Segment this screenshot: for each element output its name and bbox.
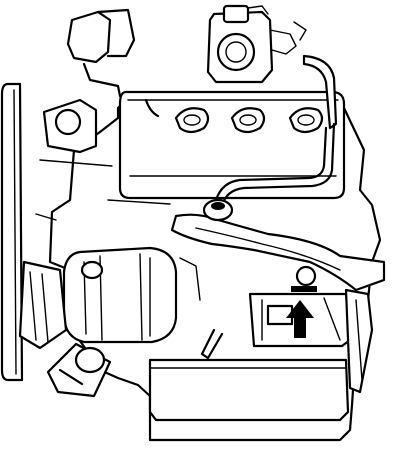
arrow-up-icon <box>286 300 314 338</box>
sensor-fitting <box>291 265 317 292</box>
plug-boss-3 <box>288 107 324 134</box>
plug-boss-2 <box>230 107 266 134</box>
throttle-body <box>206 4 307 84</box>
belt-edge <box>13 89 17 375</box>
oil-pan <box>148 358 350 422</box>
block-detail <box>35 159 201 301</box>
bracket <box>82 62 122 98</box>
timing-cover-top <box>96 8 136 58</box>
coolant-pipe <box>302 54 338 130</box>
temperature-sensor <box>202 198 234 222</box>
timing-cover <box>66 10 112 64</box>
mount-bolt <box>355 299 363 381</box>
plug-lead-1 <box>144 98 160 118</box>
idler-pulley <box>42 98 98 154</box>
pipe-run-inner <box>214 126 328 202</box>
plug-boss-1 <box>174 107 210 134</box>
drive-belt <box>0 82 24 382</box>
crank-pulley <box>18 260 68 350</box>
runner-highlight <box>195 227 341 271</box>
oil-filter <box>46 342 112 398</box>
pipe-run <box>220 122 336 208</box>
alternator <box>62 246 178 344</box>
dipstick <box>200 328 224 360</box>
